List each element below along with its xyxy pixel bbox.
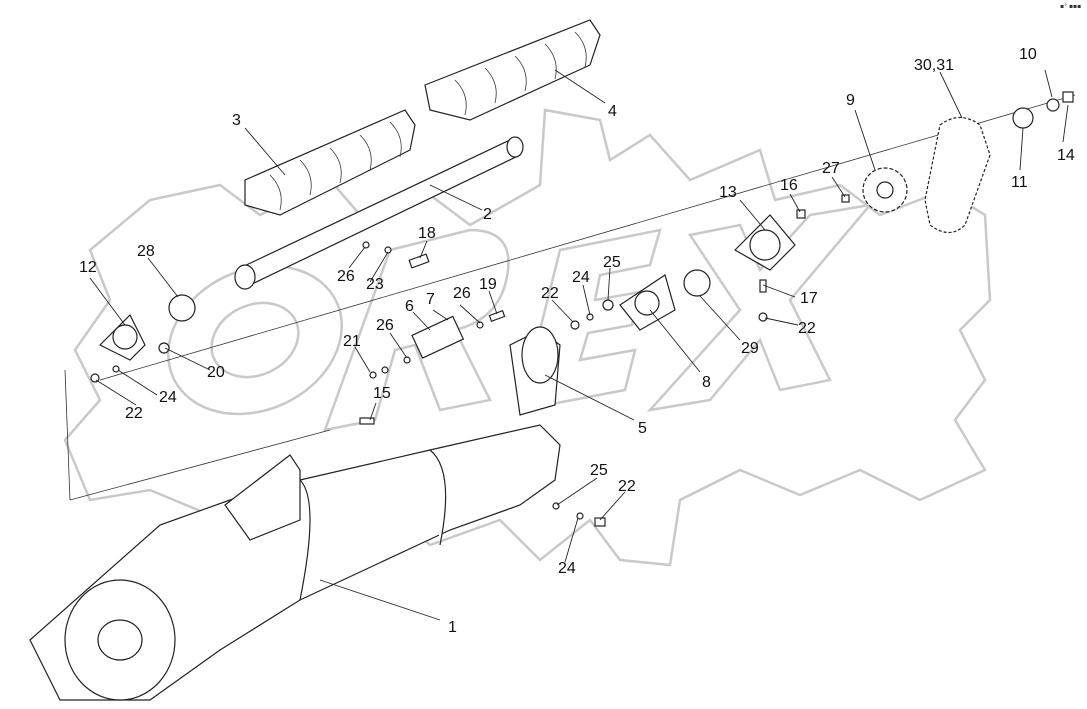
callout: 1 [448, 619, 457, 636]
callout: 5 [638, 420, 647, 437]
callout: 4 [608, 103, 617, 120]
callout: 26 [453, 285, 471, 302]
part-29-bearing [683, 269, 711, 297]
callout: 3 [232, 112, 241, 129]
callout-labels: 1 2 3 4 5 6 7 8 9 10 11 12 13 14 15 16 1… [79, 3, 1081, 636]
callout: 9 [846, 92, 855, 109]
part-14-bolt [1062, 91, 1074, 103]
callout: 8 [702, 374, 711, 391]
callout: 22 [541, 285, 559, 302]
callout: 29 [741, 340, 759, 357]
part-2-shaft [234, 136, 524, 290]
callout: 15 [373, 385, 391, 402]
watermark-logo [63, 108, 992, 567]
callout: 11 [1011, 174, 1028, 191]
part-28-bearing [168, 294, 196, 322]
part-8-plate [619, 274, 676, 331]
callout: 23 [366, 276, 384, 293]
callout: 24 [159, 389, 177, 406]
part-10-washer [1046, 98, 1060, 112]
part-3-cover [244, 109, 416, 216]
part-4-cover [424, 19, 601, 121]
part-13-flange [734, 214, 796, 271]
callout: 22 [798, 320, 816, 337]
callout: 25 [603, 254, 621, 271]
callout: 26 [337, 268, 355, 285]
callout: 27 [822, 160, 840, 177]
callout: 7 [426, 291, 435, 308]
callout: 6 [405, 298, 414, 315]
callout: 22 [125, 405, 143, 422]
callout: 12 [79, 259, 97, 276]
callout: 24 [558, 560, 576, 577]
callout: 25 [590, 462, 608, 479]
callout: 16 [780, 177, 798, 194]
callout: 2 [483, 206, 492, 223]
callout: 19 [479, 276, 497, 293]
callout: 21 [343, 333, 361, 350]
callout: 17 [800, 290, 818, 307]
callout: 24 [572, 269, 590, 286]
part-11-washer [1012, 107, 1034, 129]
callout: 13 [719, 184, 737, 201]
part-30-31-chain [924, 116, 991, 234]
part-9-sprocket [862, 167, 908, 213]
callout: 22 [618, 478, 636, 495]
assembly-axis [99, 94, 1076, 381]
callout: 14 [1057, 147, 1075, 164]
callout: 26 [376, 317, 394, 334]
callout: 20 [207, 364, 225, 381]
callout: 18 [418, 225, 436, 242]
corner-mark: ▪° ▪▪▪ [1060, 3, 1081, 10]
callout: 30,31 [914, 57, 954, 74]
callout: 10 [1019, 46, 1037, 63]
leader-lines [89, 69, 1069, 621]
part-1-auger-tube [29, 326, 561, 701]
small-hardware [90, 194, 850, 527]
callout: 28 [137, 243, 155, 260]
